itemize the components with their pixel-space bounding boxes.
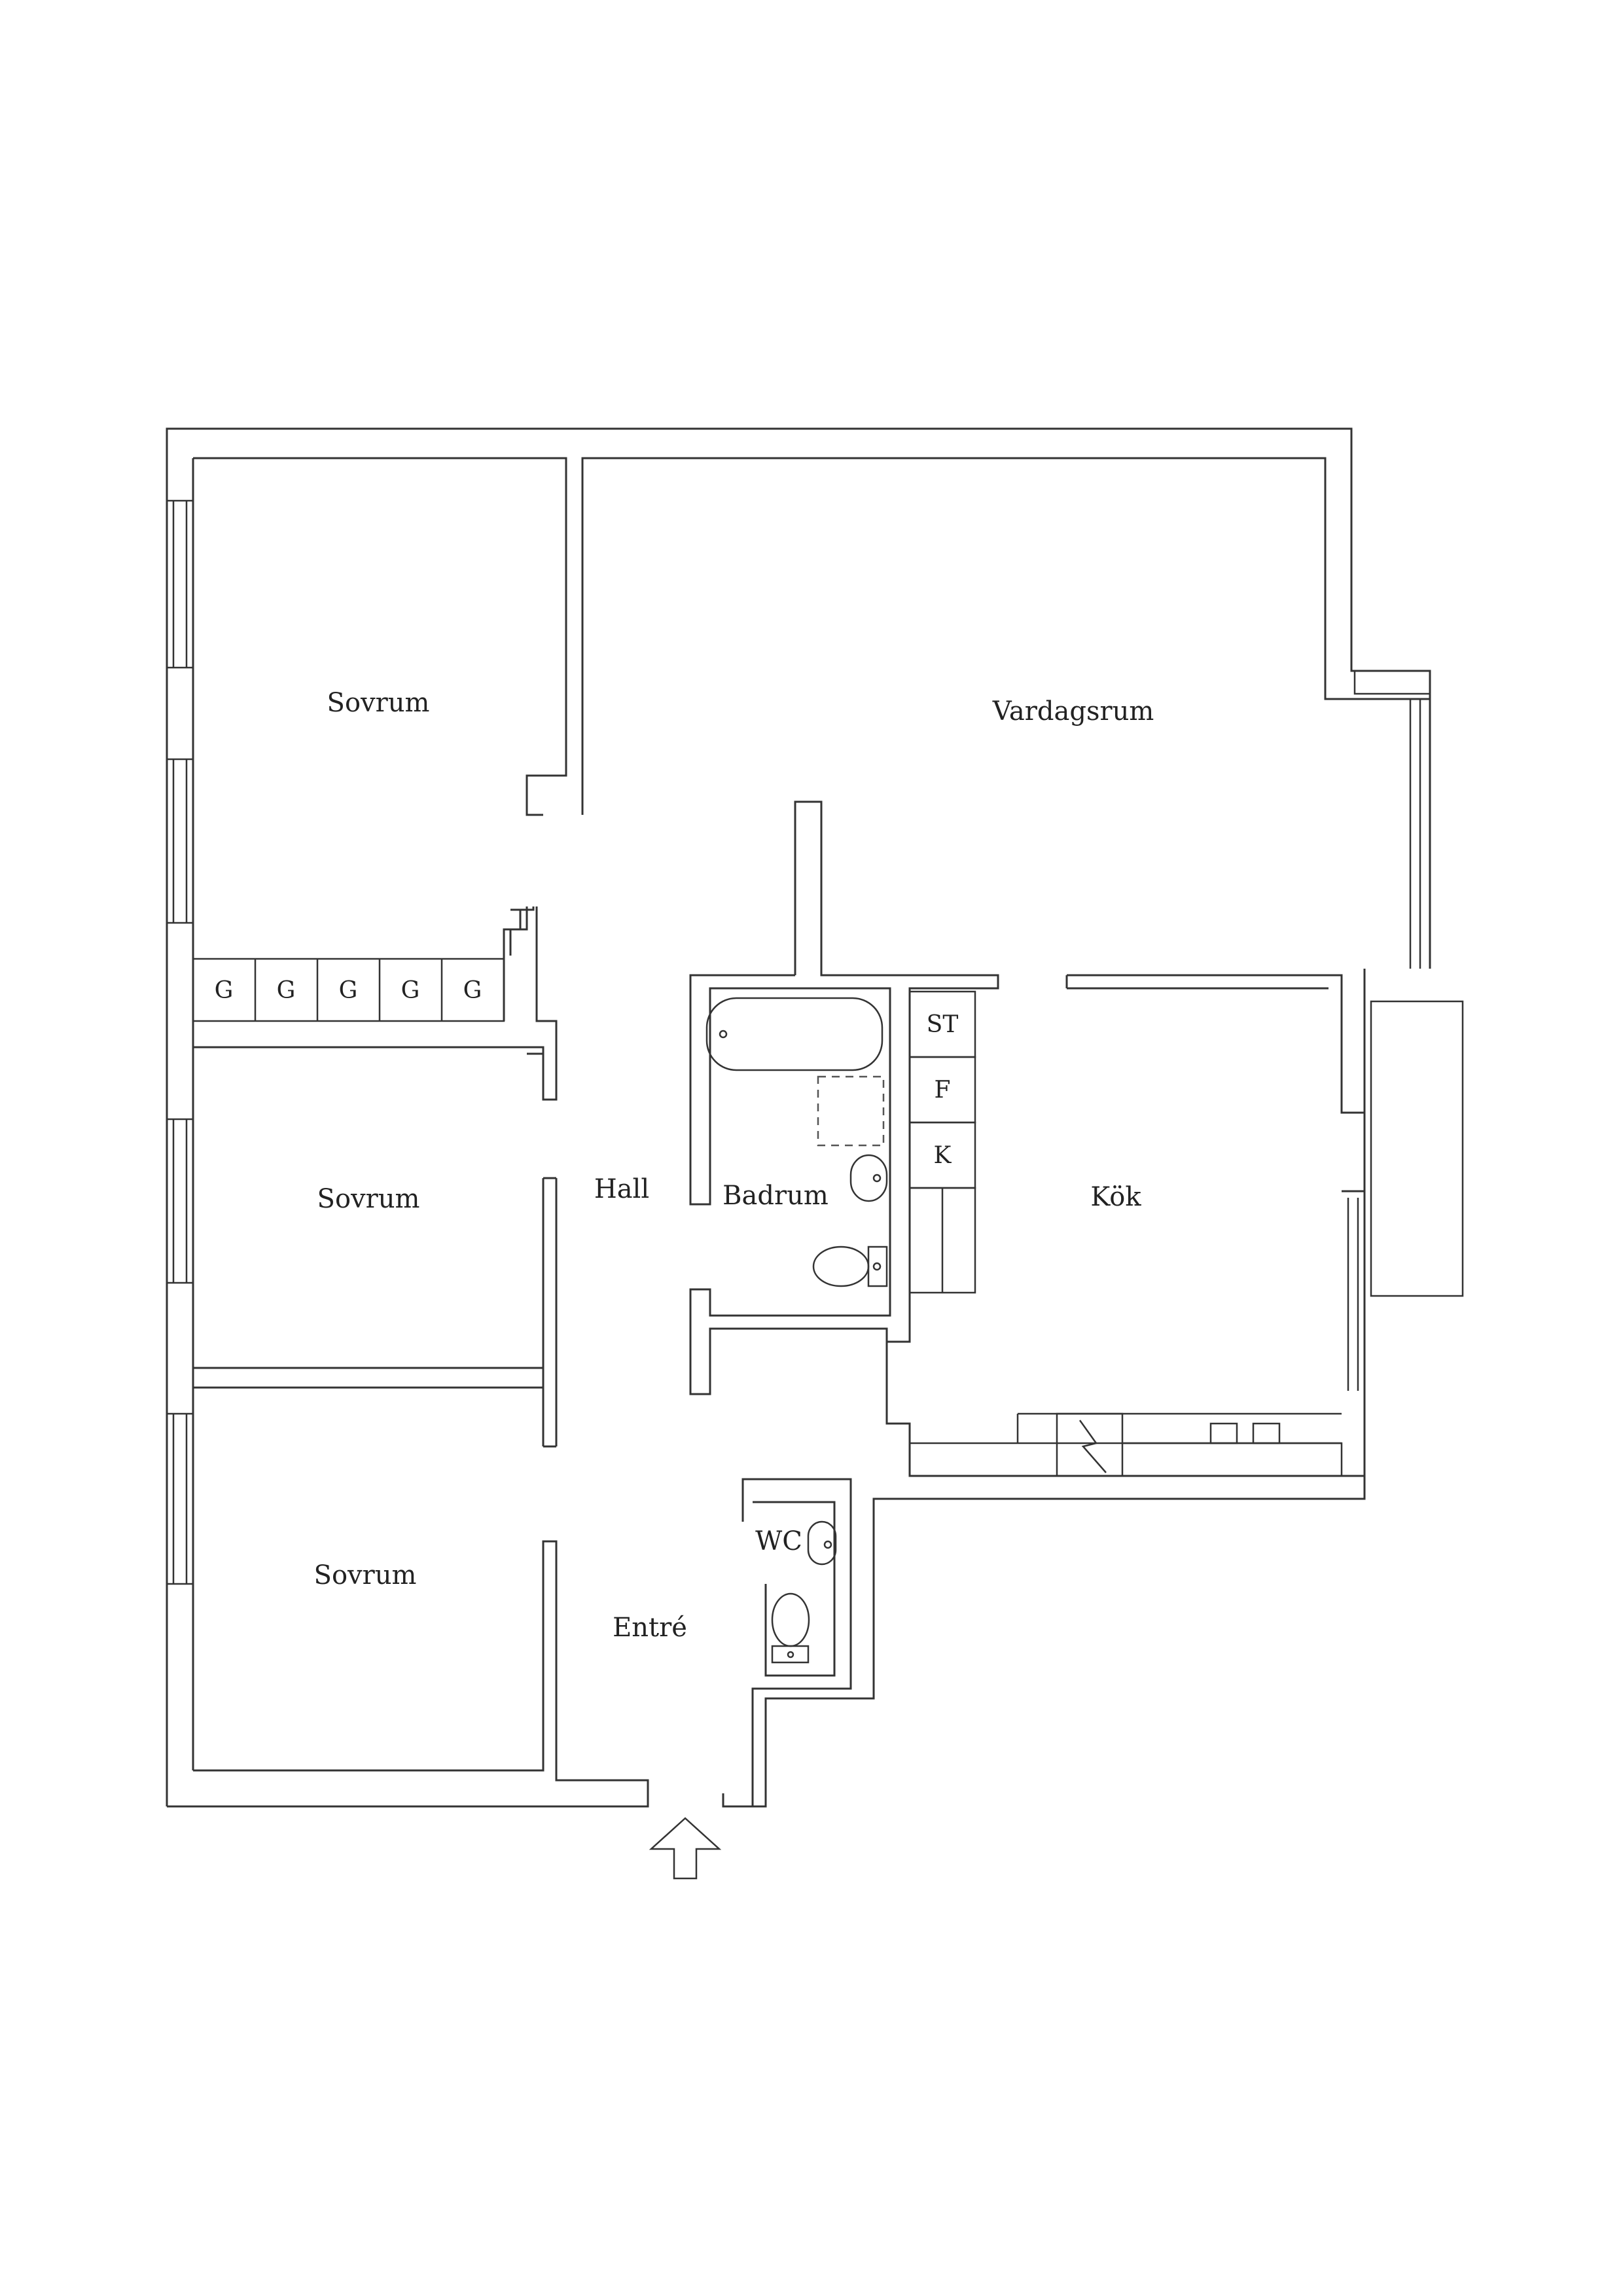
room-label-sovrum-bottom: Sovrum bbox=[314, 1560, 417, 1590]
kitchen-unit-label-k: K bbox=[934, 1142, 952, 1169]
entry-arrow-icon bbox=[649, 1817, 722, 1880]
kitchen-unit-label-st: ST bbox=[927, 1011, 959, 1038]
room-label-wc: WC bbox=[755, 1526, 802, 1556]
closet-label: G bbox=[339, 977, 358, 1004]
bathroom-walls bbox=[689, 800, 999, 1395]
outer-walls bbox=[166, 427, 1431, 1808]
bedroom-walls bbox=[192, 906, 649, 1793]
kitchen-units bbox=[885, 974, 1464, 1477]
closet-label: G bbox=[401, 977, 420, 1004]
room-label-vardagsrum: Vardagsrum bbox=[992, 696, 1154, 726]
room-label-badrum: Badrum bbox=[722, 1181, 829, 1211]
closet-label: G bbox=[277, 977, 296, 1004]
room-label-sovrum-mid: Sovrum bbox=[317, 1184, 420, 1214]
closet-label: G bbox=[463, 977, 482, 1004]
room-label-entre: Entré bbox=[613, 1613, 687, 1643]
room-label-hall: Hall bbox=[594, 1174, 649, 1204]
room-label-kok: Kök bbox=[1090, 1182, 1141, 1212]
room-label-sovrum-top: Sovrum bbox=[327, 688, 430, 718]
kitchen-unit-label-f: F bbox=[935, 1077, 951, 1103]
closet-label: G bbox=[215, 977, 234, 1004]
wc-walls bbox=[741, 1478, 852, 1806]
